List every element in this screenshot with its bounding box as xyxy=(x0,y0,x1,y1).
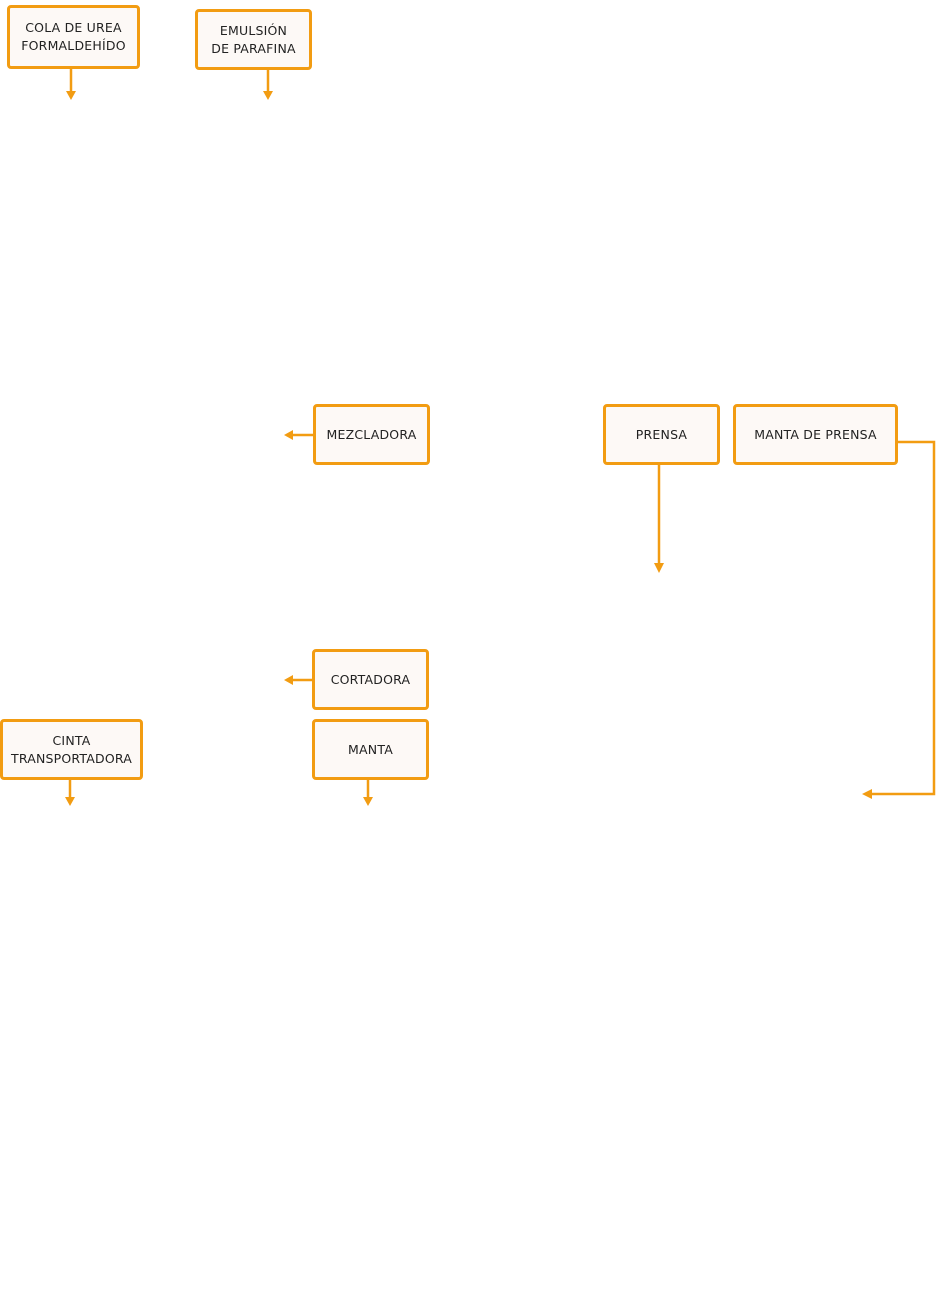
node-mezcladora: MEZCLADORA xyxy=(313,404,430,465)
arrowhead-prensa xyxy=(654,563,664,573)
node-manta-prensa-label: MANTA DE PRENSA xyxy=(754,426,877,442)
arrowhead-cortadora xyxy=(284,675,293,685)
node-manta-prensa: MANTA DE PRENSA xyxy=(733,404,898,465)
arrowhead-manta xyxy=(363,797,373,806)
node-emulsion-parafina: EMULSIÓN DE PARAFINA xyxy=(195,9,312,70)
node-manta: MANTA xyxy=(312,719,429,780)
arrowhead-mezcladora xyxy=(284,430,293,440)
arrowhead-cola-urea xyxy=(66,91,76,100)
node-cinta-transportadora-label: CINTA TRANSPORTADORA xyxy=(10,732,132,766)
arrowhead-manta-prensa xyxy=(862,789,872,799)
node-manta-label: MANTA xyxy=(348,741,393,757)
node-cortadora: CORTADORA xyxy=(312,649,429,710)
arrowhead-emulsion xyxy=(263,91,273,100)
node-cinta-transportadora: CINTA TRANSPORTADORA xyxy=(0,719,143,780)
node-cortadora-label: CORTADORA xyxy=(330,671,411,687)
node-prensa-label: PRENSA xyxy=(635,426,688,442)
node-cola-urea-label: COLA DE UREA FORMALDEHÍDO xyxy=(21,20,126,53)
node-cola-urea: COLA DE UREA FORMALDEHÍDO xyxy=(7,5,140,69)
node-emulsion-parafina-label: EMULSIÓN DE PARAFINA xyxy=(211,22,296,56)
node-prensa: PRENSA xyxy=(603,404,720,465)
connector-manta-prensa xyxy=(871,440,936,796)
node-mezcladora-label: MEZCLADORA xyxy=(326,426,417,442)
arrowhead-cinta-transportadora xyxy=(65,797,75,806)
